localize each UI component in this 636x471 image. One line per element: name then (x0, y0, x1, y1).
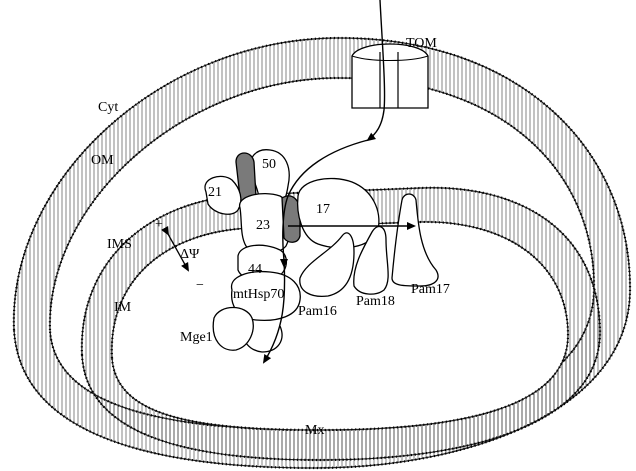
label-minus: − (196, 278, 204, 293)
label-tom: TOM (406, 36, 437, 51)
tom-complex (352, 44, 428, 108)
label-tim44: 44 (248, 262, 262, 277)
label-im: IM (114, 300, 132, 315)
label-pam18: Pam18 (356, 294, 395, 309)
label-mge1: Mge1 (180, 330, 213, 345)
label-plus: + (155, 217, 163, 232)
label-tim21: 21 (208, 185, 222, 200)
label-tim17: 17 (316, 202, 330, 217)
label-mx: Mx (305, 423, 324, 438)
label-pam16: Pam16 (298, 304, 337, 319)
label-tim50: 50 (262, 157, 276, 172)
label-tim23: 23 (256, 218, 270, 233)
label-pam17: Pam17 (411, 282, 450, 297)
label-delta-psi: ΔΨ (180, 247, 200, 262)
label-mthsp70: mtHsp70 (233, 287, 284, 302)
label-cyt: Cyt (98, 100, 118, 115)
label-ims: IMS (107, 237, 132, 252)
label-om: OM (91, 153, 114, 168)
